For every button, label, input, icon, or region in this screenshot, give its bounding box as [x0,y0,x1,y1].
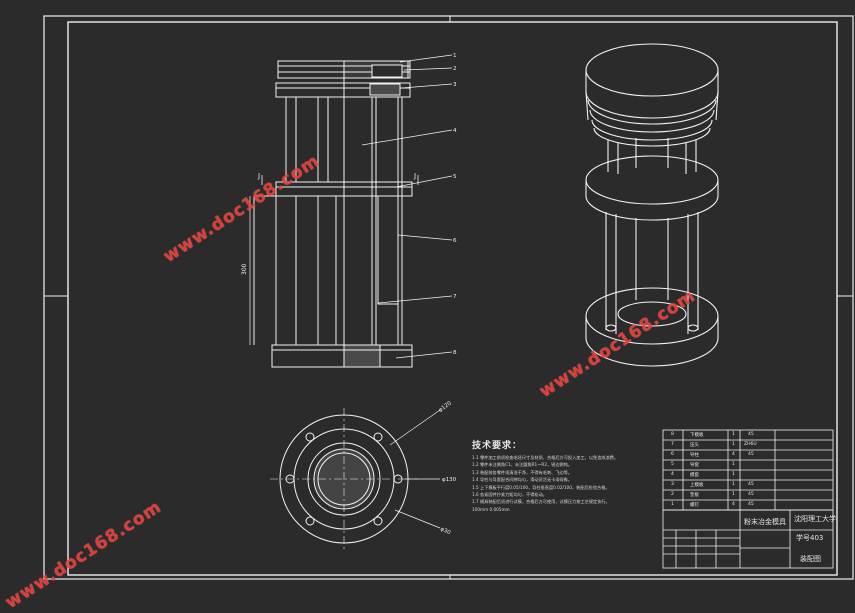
parts-list-grid [662,429,834,569]
parts-row-no: 6 [671,452,674,457]
technical-requirements: 技术要求： 1.1 零件加工前须检查毛坯尺寸及材质，合格后方可投入加工，以免造成… [472,438,662,513]
parts-row-qty: 1 [732,472,735,477]
isometric-view [585,43,719,367]
parts-row-qty: 1 [732,432,735,437]
parts-row-name: 下模板 [690,433,704,438]
parts-row-no: 1 [671,502,674,507]
parts-row-material: 45 [748,492,754,497]
tech-line: 1.7 模具装配后须进行试模，合格后方可使用，试模压力按工艺规定执行。 [472,499,610,505]
title-block-school: 沈阳理工大学 [794,515,836,523]
drawing-sheet: 300 J J 1 2 3 4 5 6 7 8 φ120 φ130 φ30 [2,15,854,613]
dim-dia-mid: φ130 [442,477,457,483]
parts-row-name: 上模板 [690,483,704,488]
parts-row-name: 模套 [690,473,699,478]
callout-5: 5 [453,174,457,180]
parts-row-qty: 1 [732,462,735,467]
parts-row-name: 垫板 [690,493,699,498]
dimension-height: 300 [241,263,248,275]
parts-row-no: 3 [671,482,674,487]
parts-row-no: 8 [671,432,674,437]
callout-8: 8 [453,350,457,356]
parts-row-material: 45 [748,502,754,507]
tech-title: 技术要求： [472,441,523,451]
callout-6: 6 [453,238,457,244]
parts-row-name: 螺钉 [690,503,699,508]
callout-3: 3 [453,82,457,88]
tech-line: 1.2 零件未注倒角C1，未注圆角R1～R2，锐边倒钝。 [472,462,573,468]
parts-row-no: 4 [671,472,674,477]
parts-row-name: 导柱 [690,453,699,458]
title-block-code: 学号403 [796,534,824,542]
plan-view [270,408,441,550]
parts-row-material: ZH6U [744,442,757,447]
tech-line: 100mm 0.005mm [472,506,510,512]
parts-row-material: 45 [748,432,754,437]
parts-row-name: 导套 [690,463,699,468]
tech-line: 1.3 装配前各零件须清洗干净，不得有毛刺、飞边等。 [472,469,573,475]
title-block-project: 粉末冶金模具 [744,518,786,526]
zone-ticks [44,16,853,579]
outer-border [43,15,854,580]
cad-drawing-canvas: 300 J J 1 2 3 4 5 6 7 8 φ120 φ130 φ30 [43,15,854,580]
parts-row-qty: 4 [732,452,735,457]
parts-row-name: 压头 [690,443,699,448]
title-block-sheet-name: 装配图 [800,555,821,563]
dim-dia-outer: φ120 [438,400,453,413]
tech-line: 1.6 各紧固件拧紧力矩均匀，不得松动。 [472,492,547,498]
callout-4: 4 [453,128,457,134]
section-mark-a: J [257,172,260,180]
callout-2: 2 [453,66,457,72]
parts-row-qty: 1 [732,482,735,487]
callout-1: 1 [453,53,457,59]
parts-row-material: 45 [748,452,754,457]
tech-line: 1.5 上下模板平行度0.05/100，导柱垂直度0.02/100，装配后检验合… [472,484,610,490]
callout-numbers: 1 2 3 4 5 6 7 8 [453,53,457,356]
tech-line: 1.4 导柱与导套配合间隙均匀，滑动灵活无卡滞现象。 [472,477,573,483]
parts-row-qty: 1 [732,492,735,497]
callout-7: 7 [453,294,457,300]
parts-row-material: 45 [748,482,754,487]
dim-dia-inner: φ30 [439,526,452,536]
inner-border [67,21,838,576]
parts-row-qty: 1 [732,442,735,447]
parts-row-no: 5 [671,462,674,467]
parts-row-qty: 4 [732,502,735,507]
parts-row-no: 7 [671,442,674,447]
tech-line: 1.1 零件加工前须检查毛坯尺寸及材质，合格后方可投入加工，以免造成浪费。 [472,455,619,460]
parts-row-no: 2 [671,492,674,497]
section-view [249,54,453,368]
section-mark-b: J [413,172,416,180]
